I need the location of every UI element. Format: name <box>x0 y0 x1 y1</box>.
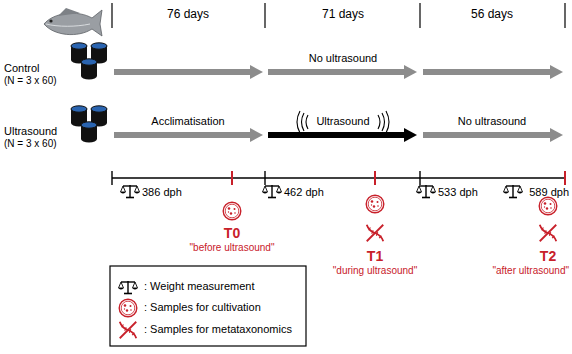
phase-label: No ultrasound <box>458 115 527 128</box>
sea-bass-illustration <box>44 8 102 36</box>
group-size: (N = 3 x 60) <box>4 75 57 87</box>
ultrasound-arrows <box>114 128 563 142</box>
group-size: (N = 3 x 60) <box>4 138 57 150</box>
timepoint-label: T2 <box>540 248 556 264</box>
age-label: 386 dph <box>142 186 182 199</box>
age-label: 533 dph <box>438 186 478 199</box>
legend-icons <box>119 281 138 338</box>
phase-label: Acclimatisation <box>151 115 224 128</box>
group-label: Ultrasound <box>4 125 57 138</box>
timepoint-note: "before ultrasound" <box>190 242 275 254</box>
legend-text: : Weight measurement <box>144 280 254 293</box>
phase-label: No ultrasound <box>309 52 378 65</box>
duration-label: 76 days <box>167 8 209 22</box>
ultrasound-tanks <box>71 106 107 143</box>
ultrasound-label: Ultrasound <box>316 115 369 128</box>
group-label: Control <box>4 62 39 75</box>
timepoint-note: "during ultrasound" <box>333 265 417 277</box>
sampling-icons <box>223 195 557 241</box>
timepoint-note: "after ultrasound" <box>492 265 569 277</box>
ultrasound-waves <box>297 111 389 133</box>
period-ticks <box>112 3 565 28</box>
control-arrows <box>114 65 563 79</box>
timepoint-label: T1 <box>367 248 383 264</box>
duration-label: 56 days <box>471 8 513 22</box>
age-label: 462 dph <box>284 186 324 199</box>
timeline-axis <box>112 171 566 185</box>
age-label: 589 dph <box>529 186 569 199</box>
timepoint-label: T0 <box>224 225 240 241</box>
control-tanks <box>71 43 107 80</box>
duration-label: 71 days <box>322 8 364 22</box>
legend-box <box>110 266 306 346</box>
legend-text: : Samples for metataxonomics <box>144 323 292 336</box>
legend-text: : Samples for cultivation <box>144 301 261 314</box>
